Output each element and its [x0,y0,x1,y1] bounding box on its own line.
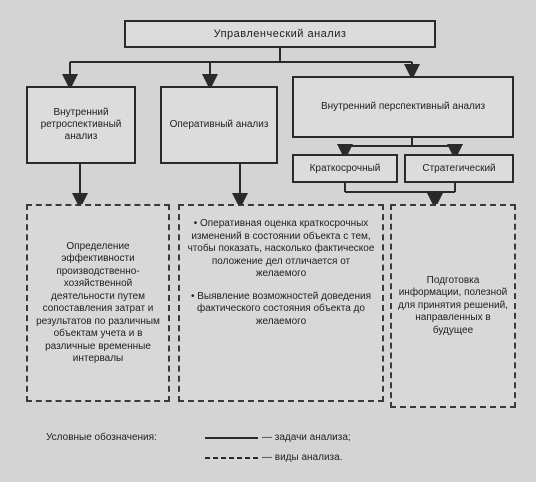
task-operative-item-2: • Выявление возможностей доведения факти… [190,290,372,327]
box-internal-retrospective: Внутренний ретроспективный анализ [26,86,136,164]
box-strategic: Стратегический [404,154,514,183]
legend-solid-text: — задачи анализа; [262,432,351,443]
box-internal-perspective: Внутренний перспективный анализ [292,76,514,138]
box-management-analysis: Управленческий анализ [124,20,436,48]
task-internal: Определение эффективности производственн… [26,204,170,402]
legend-label: Условные обозначения: [46,432,157,443]
task-perspective: Подготовка информации, полезной для прин… [390,204,516,408]
legend-dashed-text: — виды анализа. [262,452,343,463]
box-short-term: Краткосрочный [292,154,398,183]
task-operative-item-1: • Оперативная оценка краткосрочных измен… [187,218,375,279]
task-operative: • Оперативная оценка краткосрочных измен… [178,204,384,402]
box-operative: Оперативный анализ [160,86,278,164]
